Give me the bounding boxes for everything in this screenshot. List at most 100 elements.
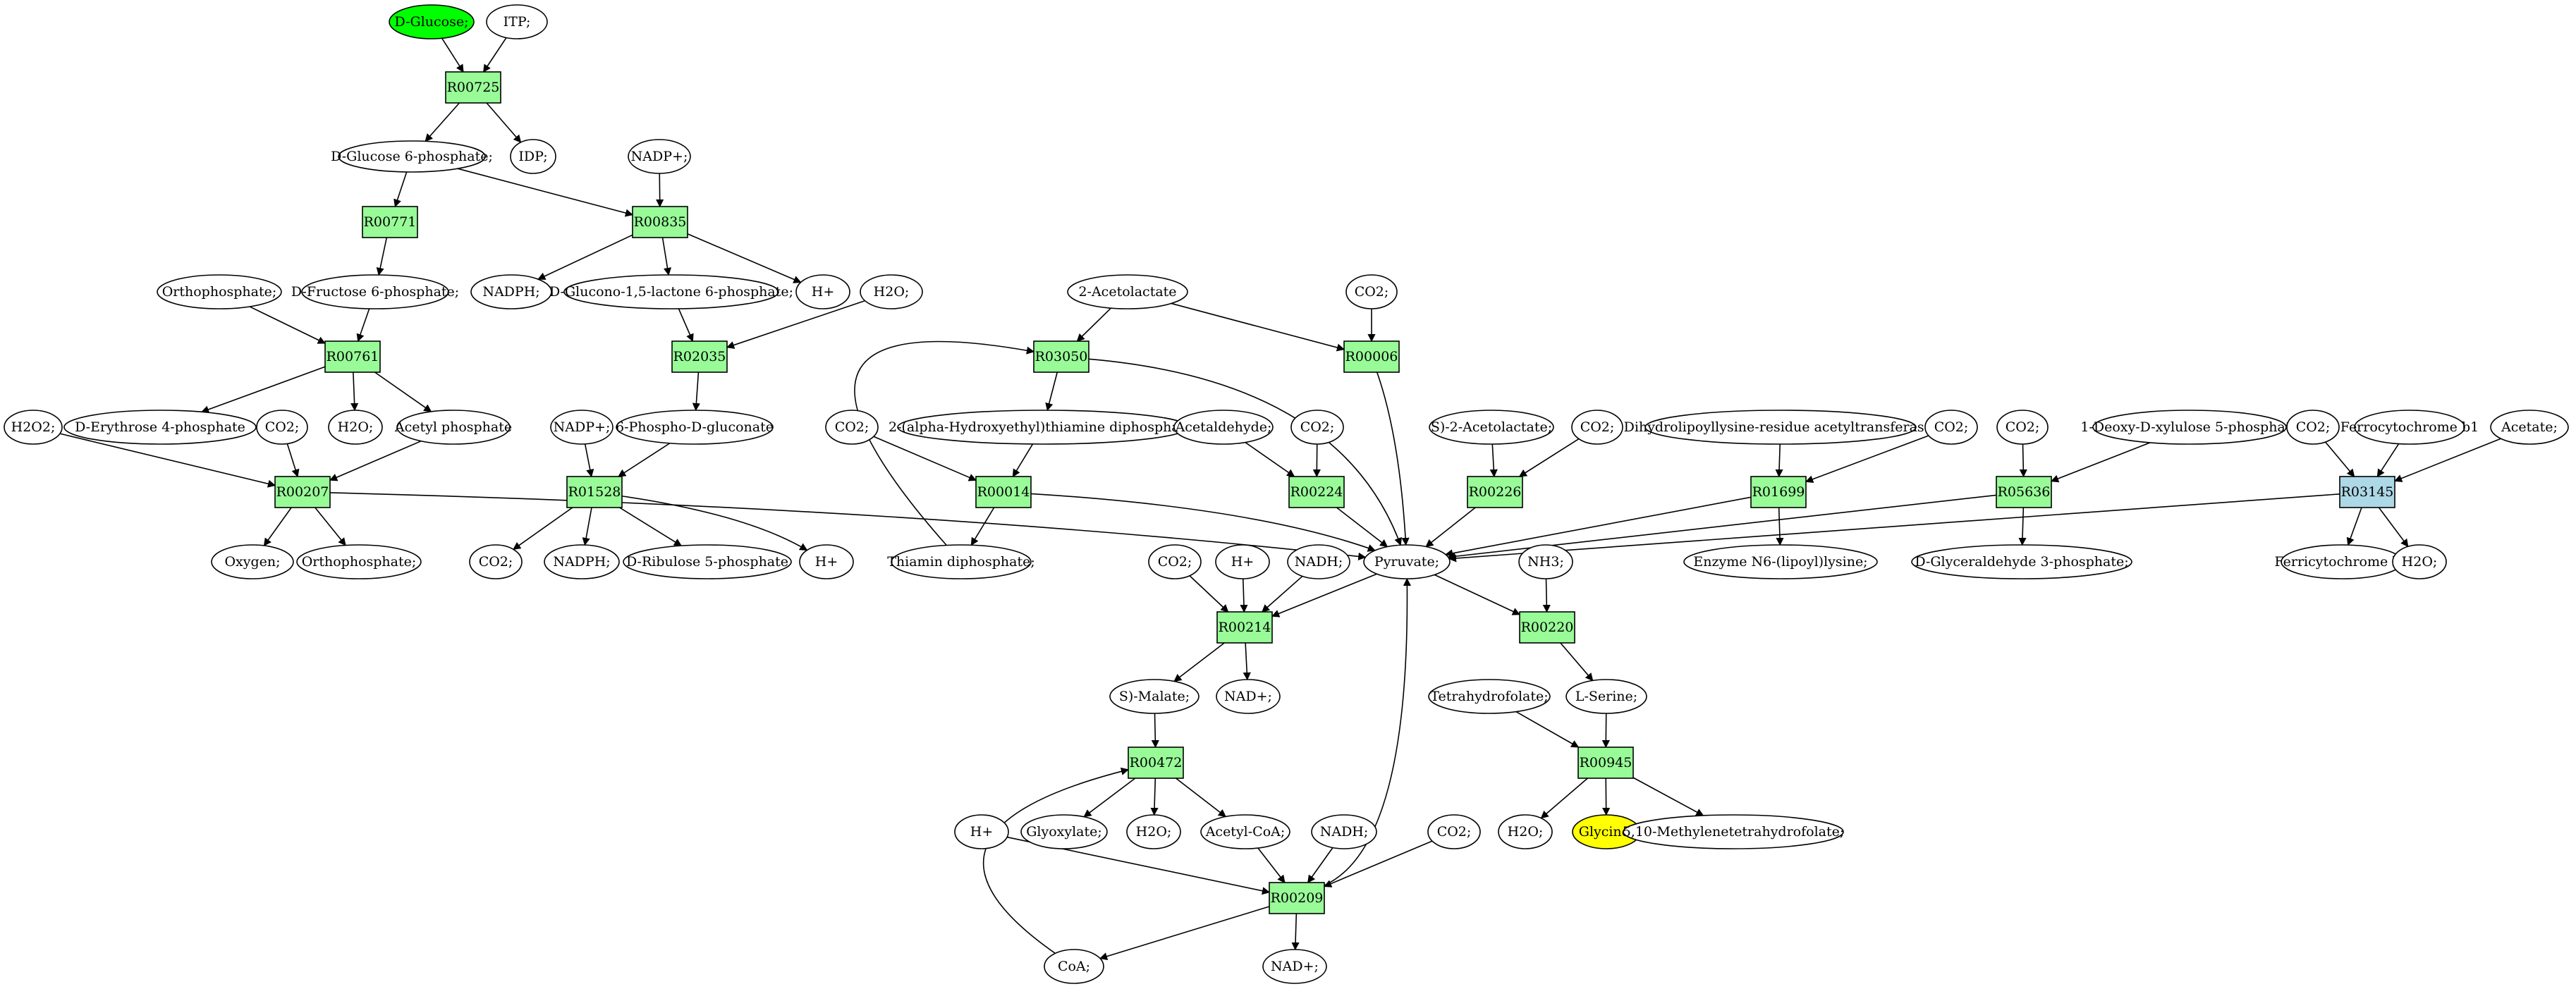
compound-co2_4[interactable]: CO2; — [1290, 410, 1344, 445]
compound-nadp2[interactable]: NADP+; — [550, 410, 614, 445]
reaction-R03050[interactable]: R03050 — [1033, 340, 1089, 373]
reaction-R00835[interactable]: R00835 — [632, 206, 688, 238]
reaction-R02035[interactable]: R02035 — [671, 340, 728, 373]
compound-deoxyxylulose[interactable]: 1-Deoxy-D-xylulose 5-phosphate — [2080, 410, 2299, 445]
compound-malate[interactable]: S)-Malate; — [1109, 679, 1200, 714]
compound-s_acetolactate[interactable]: S)-2-Acetolactate; — [1429, 410, 1554, 445]
reaction-R00945[interactable]: R00945 — [1577, 747, 1634, 779]
compound-glyoxylate[interactable]: Glyoxylate; — [1020, 814, 1108, 849]
compound-h2o2b-shape — [328, 410, 383, 445]
reaction-R00014[interactable]: R00014 — [975, 476, 1032, 508]
compound-h2o3[interactable]: H2O; — [2392, 544, 2447, 579]
compound-acetolactate[interactable]: 2-Acetolactate — [1067, 274, 1188, 309]
compound-nad2[interactable]: NAD+; — [1262, 949, 1327, 984]
compound-h2o2[interactable]: H2O2; — [4, 410, 63, 445]
compound-lipoyl[interactable]: Enzyme N6-(lipoyl)lysine; — [1683, 544, 1878, 579]
compound-orthophosphate1-label: Orthophosphate; — [162, 284, 277, 300]
compound-acetylphos[interactable]: Acetyl phosphate — [394, 410, 512, 445]
compound-co2_1[interactable]: CO2; — [1345, 274, 1398, 309]
compound-thiamin-shape — [891, 544, 1032, 579]
compound-hethdp[interactable]: 2-(alpha-Hydroxyethyl)thiamine diphospha… — [889, 410, 1197, 445]
reaction-R01699[interactable]: R01699 — [1750, 476, 1807, 508]
reaction-R00761-box — [324, 340, 381, 373]
reaction-R01528[interactable]: R01528 — [566, 476, 623, 508]
reaction-R00207[interactable]: R00207 — [274, 476, 331, 508]
compound-acetylcoa[interactable]: Acetyl-CoA; — [1200, 814, 1290, 849]
compound-orthophosphate2[interactable]: Orthophosphate; — [296, 544, 422, 579]
reaction-R00761[interactable]: R00761 — [324, 340, 381, 373]
compound-orthophosphate1[interactable]: Orthophosphate; — [157, 274, 282, 309]
compound-oxygen[interactable]: Oxygen; — [211, 544, 294, 579]
compound-co2_3[interactable]: CO2; — [825, 410, 879, 445]
compound-pyruvate[interactable]: Pyruvate; — [1363, 544, 1451, 579]
reaction-R00224[interactable]: R00224 — [1288, 476, 1345, 508]
reaction-R00472[interactable]: R00472 — [1128, 747, 1184, 779]
compound-h1[interactable]: H+ — [795, 274, 850, 309]
compound-nadh1[interactable]: NADH; — [1287, 544, 1350, 579]
compound-serine[interactable]: L-Serine; — [1565, 679, 1647, 714]
compound-glucose[interactable]: D-Glucose; — [389, 4, 475, 39]
compound-co2_6[interactable]: CO2; — [1924, 410, 1978, 445]
compound-co2_10[interactable]: CO2; — [1148, 544, 1202, 579]
compound-acetaldehyde[interactable]: Acetaldehyde; — [1173, 410, 1274, 445]
edge-R01528-to-nadph2 — [582, 507, 592, 546]
compound-nadph2[interactable]: NADPH; — [544, 544, 620, 579]
compound-glycine[interactable]: Glycine; — [1572, 814, 1641, 849]
compound-co2_2-shape — [256, 410, 308, 445]
compound-itp[interactable]: ITP; — [486, 4, 548, 39]
reaction-R01699-label: R01699 — [1752, 484, 1805, 500]
compound-co2_8[interactable]: CO2; — [2286, 410, 2340, 445]
compound-co2_7[interactable]: CO2; — [1996, 410, 2049, 445]
compound-nadp1[interactable]: NADP+; — [628, 139, 691, 174]
compound-nadph1[interactable]: NADPH; — [470, 274, 552, 309]
reaction-R05636[interactable]: R05636 — [1996, 476, 2052, 508]
edge-coa-to-R00472 — [982, 767, 1130, 954]
compound-h4[interactable]: H+ — [954, 814, 1009, 849]
compound-f6p[interactable]: D-Fructose 6-phosphate; — [291, 274, 459, 309]
compound-thiamin[interactable]: Thiamin diphosphate; — [887, 544, 1035, 579]
reaction-R03145[interactable]: R03145 — [2339, 476, 2395, 508]
compound-co2_9[interactable]: CO2; — [469, 544, 523, 579]
reaction-R00226[interactable]: R00226 — [1467, 476, 1523, 508]
compound-methylenethf[interactable]: 5,10-Methylenetetrahydrofolate; — [1623, 814, 1845, 849]
compound-phosphogluconate[interactable]: 6-Phospho-D-gluconate — [616, 410, 774, 445]
compound-nad1[interactable]: NAD+; — [1216, 679, 1281, 714]
compound-erythrose[interactable]: D-Erythrose 4-phosphate — [63, 410, 257, 445]
reaction-R00835-box — [632, 206, 688, 238]
reaction-R00725[interactable]: R00725 — [445, 71, 501, 104]
compound-co2_5[interactable]: CO2; — [1571, 410, 1623, 445]
compound-co2_2[interactable]: CO2; — [256, 410, 308, 445]
compound-h2o1[interactable]: H2O; — [860, 274, 923, 309]
compound-ferrocytochrome[interactable]: Ferrocytochrome b1 — [2340, 410, 2479, 445]
compound-acetate[interactable]: Acetate; — [2490, 410, 2569, 445]
reaction-R00209[interactable]: R00209 — [1269, 882, 1325, 914]
compound-idp[interactable]: IDP; — [510, 139, 556, 174]
reaction-R00006[interactable]: R00006 — [1343, 340, 1400, 373]
compound-thf[interactable]: Tetrahydrofolate; — [1428, 679, 1551, 714]
compound-h2[interactable]: H+ — [799, 544, 854, 579]
compound-dihydrolipoyl[interactable]: Dihydrolipoyllysine-residue acetyltransf… — [1624, 410, 1938, 445]
reaction-R03145-box — [2339, 476, 2395, 508]
reaction-R00771[interactable]: R00771 — [362, 206, 418, 238]
edge-R00224-to-pyruvate — [1336, 507, 1388, 548]
compound-g3p[interactable]: D-Glyceraldehyde 3-phosphate; — [1911, 544, 2132, 579]
compound-h2o4[interactable]: H2O; — [1126, 814, 1181, 849]
compound-nh3[interactable]: NH3; — [1518, 544, 1573, 579]
compound-co2_8-shape — [2286, 410, 2340, 445]
edge-R00761-to-acetylphos — [374, 371, 432, 412]
compound-h3[interactable]: H+ — [1215, 544, 1270, 579]
compound-co2_1-shape — [1345, 274, 1398, 309]
compound-coa[interactable]: CoA; — [1044, 949, 1104, 984]
reaction-R00220[interactable]: R00220 — [1519, 611, 1575, 644]
compound-h2o2b[interactable]: H2O; — [328, 410, 383, 445]
edge-co2_8-to-R03145 — [2325, 441, 2355, 477]
compound-ribulose[interactable]: D-Ribulose 5-phosphate — [623, 544, 792, 579]
compound-gluconolactone[interactable]: D-Glucono-1,5-lactone 6-phosphate; — [549, 274, 793, 309]
reaction-R00214[interactable]: R00214 — [1216, 611, 1273, 644]
compound-h2o5[interactable]: H2O; — [1498, 814, 1553, 849]
compound-co2_11[interactable]: CO2; — [1427, 814, 1481, 849]
compound-nadh2[interactable]: NADH; — [1311, 814, 1377, 849]
compound-ferricytochrome[interactable]: Ferricytochrome b1 — [2274, 544, 2410, 579]
compound-g6p[interactable]: D-Glucose 6-phosphate; — [331, 140, 493, 173]
